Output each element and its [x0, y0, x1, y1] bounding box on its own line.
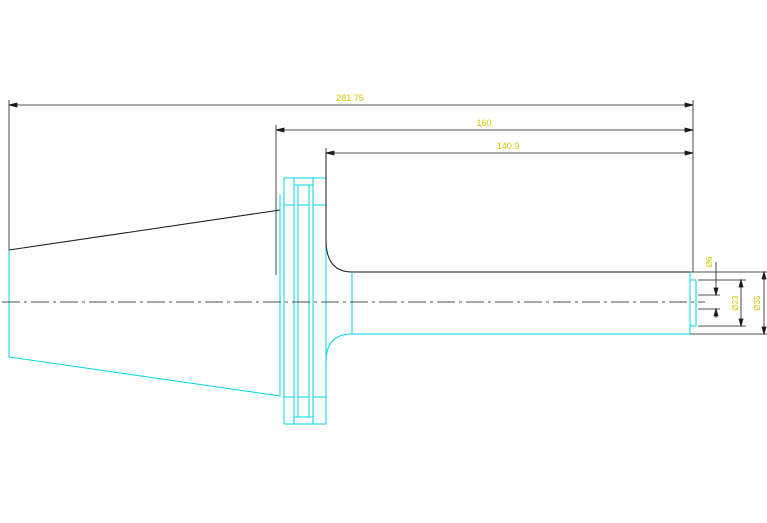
arrow-neck-left — [325, 150, 335, 156]
arrow-overall-right — [684, 102, 694, 108]
neck-fillet-bottom — [325, 333, 690, 363]
taper-cone-top — [8, 209, 281, 251]
arrow-dia35-bottom — [761, 326, 767, 336]
arrow-flange-right — [684, 127, 694, 133]
dim-text-dia-large: Ø35 — [753, 295, 762, 311]
tool-holder-outline — [8, 152, 697, 425]
arrow-flange-left — [275, 127, 285, 133]
dim-text-dia-mid: Ø23 — [731, 295, 740, 311]
dim-text-flange-to-end: 160 — [476, 118, 491, 128]
dim-text-overall-length: 281.75 — [336, 93, 364, 103]
dim-text-dia-small: Ø6 — [705, 256, 714, 267]
arrow-neck-right — [684, 150, 694, 156]
neck-fillet-top — [325, 152, 690, 273]
dim-text-shank-length: 140.9 — [497, 141, 520, 151]
dimension-lines — [8, 100, 694, 275]
arrow-dia35-top — [761, 270, 767, 280]
taper-cone — [8, 250, 281, 397]
arrow-dia23-top — [738, 278, 744, 288]
arrow-overall-left — [8, 102, 18, 108]
diameter-dimensions — [690, 262, 767, 336]
arrow-dia23-bottom — [738, 318, 744, 328]
arrow-dia6-top — [713, 287, 719, 297]
arrow-dia6-bottom — [713, 307, 719, 317]
flange-body — [283, 177, 327, 425]
